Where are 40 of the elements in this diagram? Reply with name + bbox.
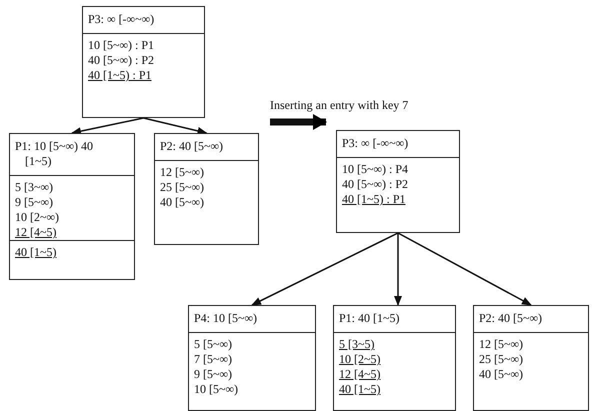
entry-text: 12 [4~5): [14, 225, 58, 240]
entry-text: 7 [5~∞): [193, 352, 234, 367]
node-heading: P2: 40 [5~∞): [159, 138, 224, 155]
entry-text: 9 [5~∞): [193, 367, 234, 382]
page-node-box: [9, 133, 135, 280]
node-heading: P4: 10 [5~∞): [193, 310, 258, 327]
page-node-box: [154, 133, 259, 245]
entry-text: 40 [1~5) : P1: [87, 68, 152, 83]
entry-text: 25 [5~∞): [159, 180, 206, 195]
node-heading: P1: 10 [5~∞) 40 [1~5): [14, 138, 94, 170]
page-node-box: [336, 130, 460, 233]
entry-text: 5 [3~5): [338, 337, 376, 352]
entry-text: 10 [5~∞) : P4: [341, 162, 410, 177]
entry-text: 5 [5~∞): [193, 337, 234, 352]
entry-text: 40 [5~∞) : P2: [341, 177, 410, 192]
entry-text: 5 [3~∞): [14, 180, 54, 195]
entry-text: 25 [5~∞): [478, 352, 524, 367]
entry-text: 12 [4~5): [338, 367, 382, 382]
entry-text: 12 [5~∞): [478, 337, 524, 352]
entry-text: 40 [1~5) : P1: [341, 192, 406, 207]
node-heading: P3: ∞ [-∞~∞): [87, 11, 156, 28]
entry-text: 40 [5~∞): [478, 367, 524, 382]
page-node-box: [82, 6, 205, 118]
entry-text: 40 [5~∞) : P2: [87, 53, 156, 68]
entry-text: 9 [5~∞): [14, 195, 54, 210]
entry-text: 40 [1~5): [338, 382, 382, 397]
node-heading: P3: ∞ [-∞~∞): [341, 135, 410, 152]
entry-text: 10 [5~∞): [193, 382, 240, 397]
entry-text: 10 [2~5): [338, 352, 382, 367]
node-heading: P1: 40 [1~5): [338, 310, 400, 327]
entry-text: 40 [1~5): [14, 245, 58, 260]
edge-label: Inserting an entry with key 7: [270, 98, 408, 112]
entry-text: 40 [5~∞): [159, 195, 206, 210]
page-node-box: [333, 305, 456, 411]
page-node-box: [473, 305, 589, 411]
node-heading: P2: 40 [5~∞): [478, 310, 544, 327]
entry-text: 10 [5~∞) : P1: [87, 38, 156, 53]
entry-text: 10 [2~∞): [14, 210, 60, 225]
entry-text: 12 [5~∞): [159, 165, 206, 180]
page-node-box: [188, 305, 316, 411]
